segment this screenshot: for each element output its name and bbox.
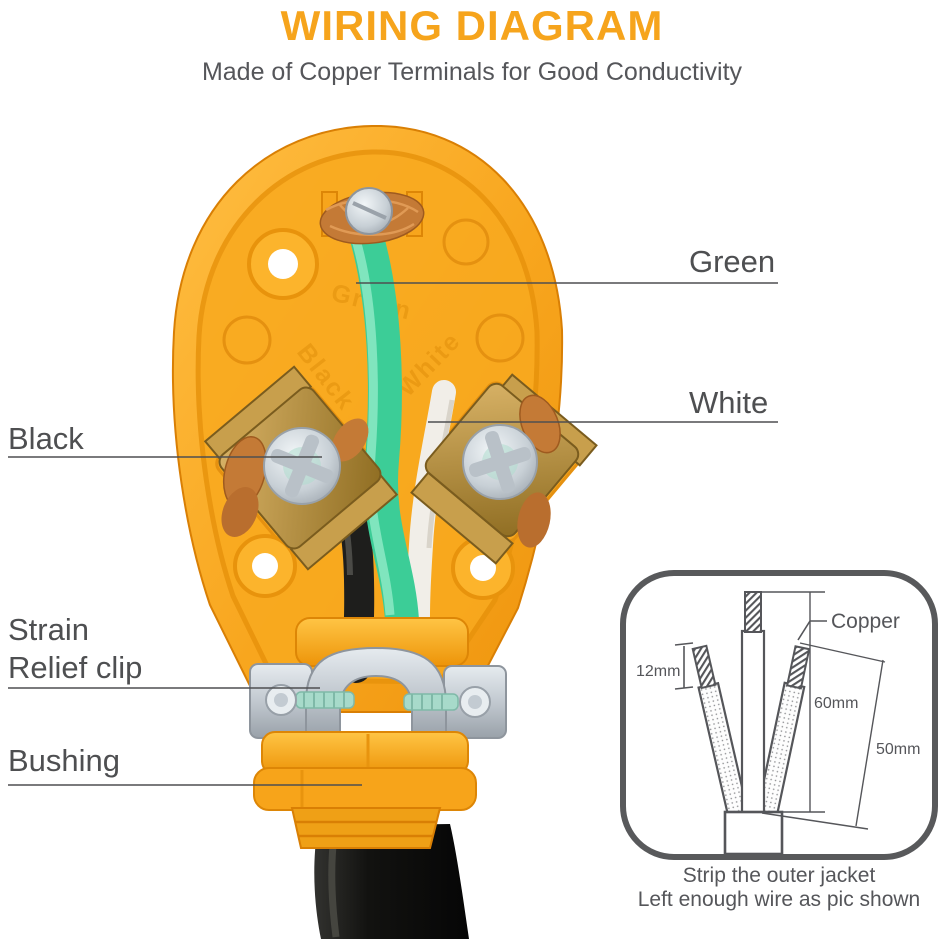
copper-strands xyxy=(517,492,551,548)
dim-60mm xyxy=(762,591,825,813)
guide-wire-right xyxy=(755,645,811,818)
callout-lines xyxy=(8,282,778,786)
screw-hole-mid-right xyxy=(470,555,496,581)
green-wire-highlight xyxy=(351,238,395,616)
strain-relief-clip xyxy=(249,646,507,739)
label-strain-line1: Strain xyxy=(8,612,89,647)
strip-guide-drawing: 12mm 60mm 50mm Copper xyxy=(636,591,920,854)
molded-circle xyxy=(442,218,490,266)
label-strain-line2: Relief clip xyxy=(8,650,143,685)
copper-strands xyxy=(331,418,369,462)
inset-caption-line2: Left enough wire as pic shown xyxy=(637,888,921,911)
page-title: WIRING DIAGRAM xyxy=(280,2,664,49)
molded-circle xyxy=(222,315,272,365)
bushing xyxy=(253,731,477,849)
label-green: Green xyxy=(689,244,776,279)
guide-wire-left xyxy=(691,644,750,818)
power-cable-highlight xyxy=(328,835,340,938)
label-black: Black xyxy=(8,421,84,456)
molded-circle xyxy=(475,313,525,363)
strip-guide-inset: 12mm 60mm 50mm Copper xyxy=(620,570,938,860)
copper-label: Copper xyxy=(831,610,900,633)
copper-strands xyxy=(221,487,259,537)
guide-outer-jacket xyxy=(723,810,784,854)
dim-12mm-label: 12mm xyxy=(636,663,680,680)
copper-leader xyxy=(797,620,827,641)
dim-12mm xyxy=(674,642,694,690)
screw-hole-mid-left xyxy=(252,553,278,579)
terminal-top xyxy=(319,187,425,245)
terminal-left xyxy=(203,365,399,571)
power-cable xyxy=(314,824,469,939)
inset-caption-line1: Strip the outer jacket xyxy=(682,864,876,887)
screw-hole-top-left xyxy=(268,249,298,279)
dim-50mm xyxy=(761,642,886,830)
label-white: White xyxy=(689,385,769,420)
dim-60mm-label: 60mm xyxy=(814,695,858,712)
dim-50mm-label: 50mm xyxy=(876,741,920,758)
copper-strands xyxy=(519,394,561,454)
page-subtitle: Made of Copper Terminals for Good Conduc… xyxy=(201,58,743,86)
label-bushing: Bushing xyxy=(8,743,121,778)
guide-wire-middle xyxy=(740,591,766,816)
